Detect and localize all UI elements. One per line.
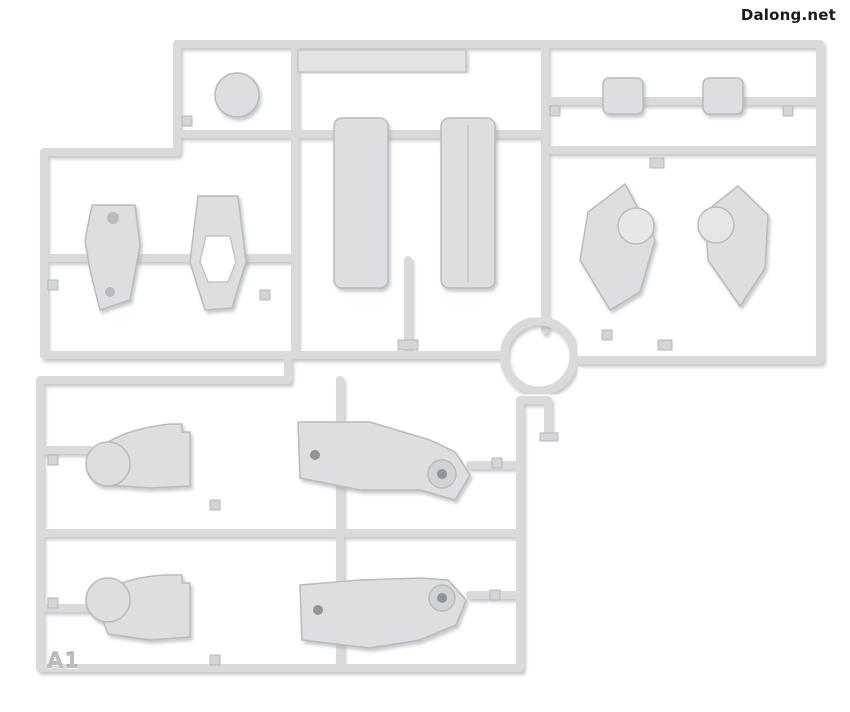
part-armor-plate-left <box>84 204 141 311</box>
watermark-text: Dalong.net <box>740 6 836 24</box>
sprue-name-plate <box>297 49 467 73</box>
part-square-cap-left <box>602 77 644 115</box>
part-tall-block-left <box>333 117 389 289</box>
part-round-cap <box>214 72 260 118</box>
sprue-label-a1: A1 <box>47 649 80 673</box>
runner-ring <box>499 316 579 396</box>
gate-nubs <box>47 105 794 666</box>
part-shoulder-shield-left <box>579 182 656 312</box>
parts <box>84 72 769 649</box>
part-leg-block-upper <box>297 421 471 501</box>
part-leg-block-lower <box>299 577 467 649</box>
part-shoulder-shield-right <box>704 185 769 308</box>
runner-frame <box>36 40 824 672</box>
part-square-cap-right <box>702 77 744 115</box>
